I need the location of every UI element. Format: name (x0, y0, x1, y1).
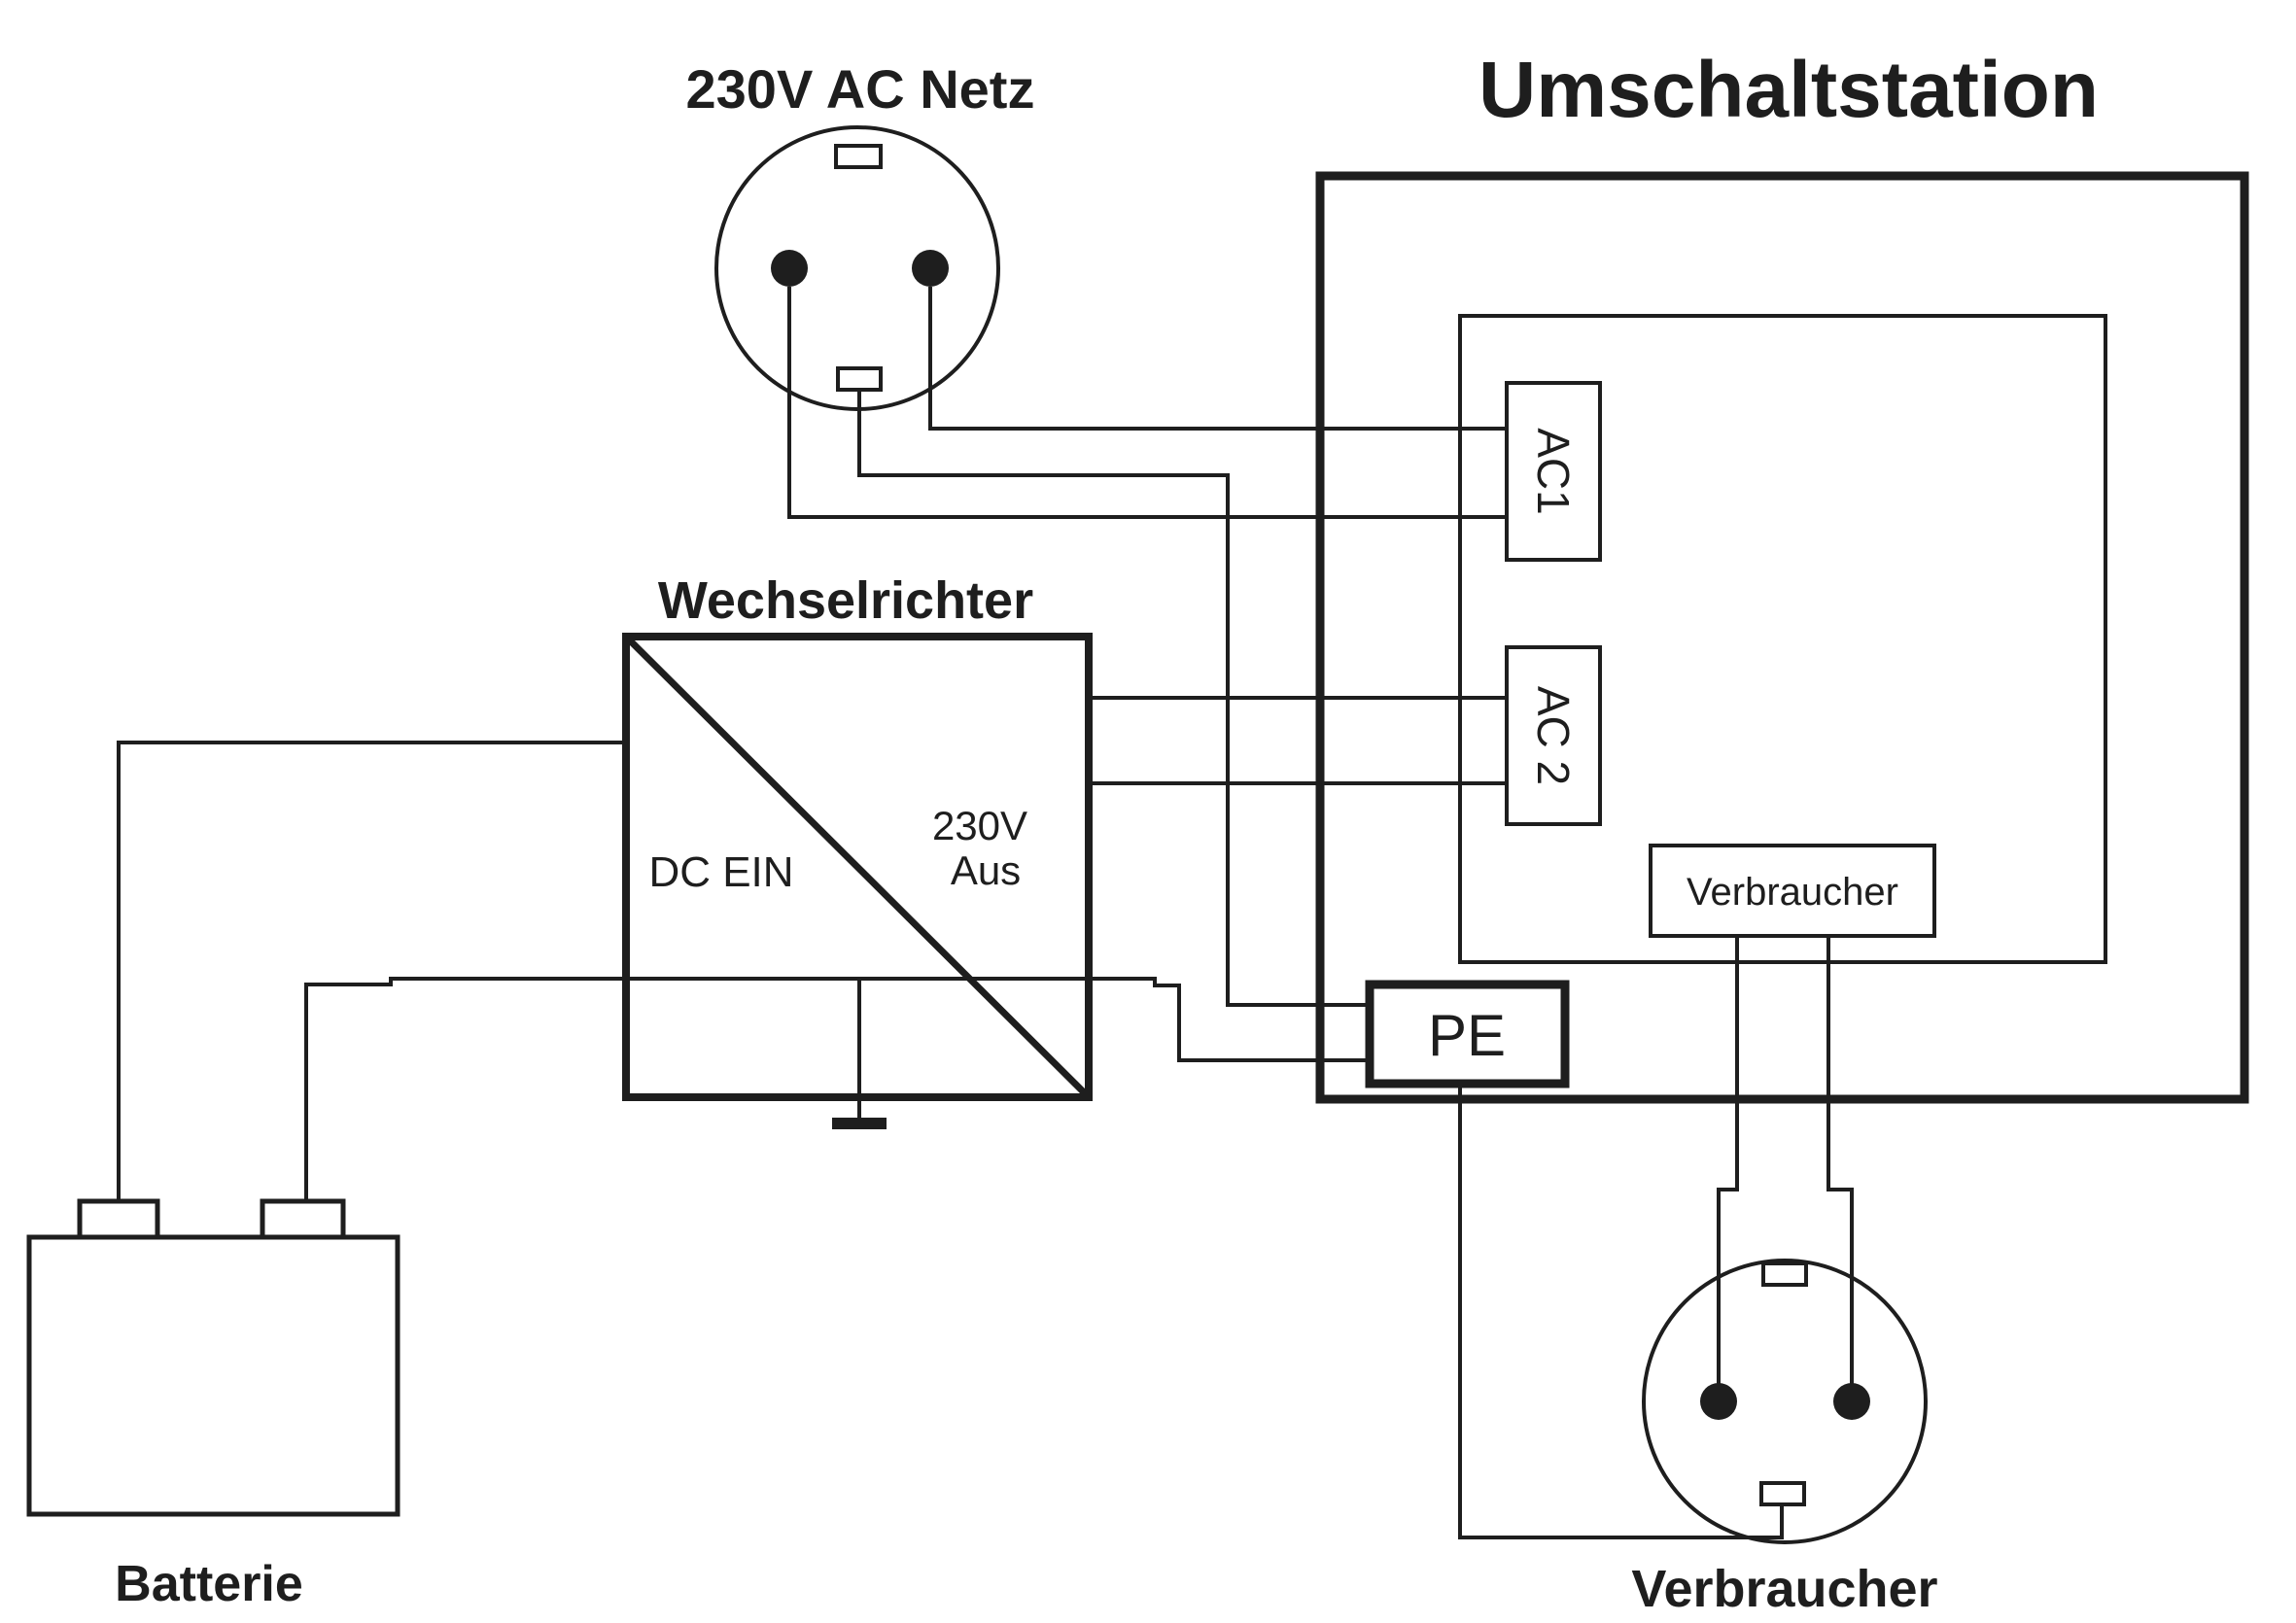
ac1-label: AC1 (1528, 428, 1579, 514)
wire-mains-l-to-ac1 (928, 287, 1507, 431)
battery-terminal-left (77, 1198, 160, 1240)
ac2-label: AC 2 (1528, 686, 1579, 785)
ac-netz-pin-left-icon (771, 250, 808, 287)
wire-verbraucher-to-socket-left (1717, 936, 1739, 1401)
wire-battery-plus-to-inverter (117, 741, 626, 1201)
dc-ein-label: DC EIN (648, 848, 793, 896)
verbraucher-pin-left-icon (1700, 1383, 1737, 1420)
ground-symbol (832, 979, 887, 1129)
wechselrichter-label: Wechselrichter (658, 571, 1033, 630)
umschaltstation-title: Umschaltstation (1478, 46, 2099, 134)
umschaltstation-outer-box (1315, 171, 2249, 1104)
pe-terminal-box (1365, 980, 1570, 1088)
verbraucher-socket-group: Verbraucher (1631, 1259, 1938, 1618)
verbraucher-terminal-box (1649, 844, 1936, 938)
verbraucher-top-notch-icon (1761, 1261, 1808, 1287)
umschaltstation-group: Umschaltstation AC1 AC 2 Verbraucher PE (1315, 46, 2249, 1104)
wire-mains-n-to-ac1 (787, 287, 1507, 519)
ac-netz-bottom-notch-icon (836, 366, 883, 392)
ac-netz-socket-icon (714, 125, 1000, 411)
wechselrichter-diagonal (627, 638, 1088, 1096)
wechselrichter-group: Wechselrichter DC EIN 230V Aus (622, 571, 1093, 1101)
ac-out-label-aus: Aus (951, 847, 1021, 893)
verbraucher-label: Verbraucher (1631, 1560, 1937, 1618)
ac-out-label-230v: 230V (932, 803, 1027, 848)
umschaltstation-inner-box (1458, 314, 2107, 964)
wire-pe-to-consumer-socket (1458, 1084, 1784, 1539)
pe-label: PE (1428, 1003, 1506, 1068)
wire-mains-earth-to-pe (857, 390, 1370, 1007)
ac1-terminal-box (1505, 381, 1602, 562)
wires (117, 287, 1854, 1539)
verbraucher-bottom-notch-icon (1759, 1481, 1806, 1506)
verbraucher-terminal-label: Verbraucher (1687, 871, 1898, 914)
ac-netz-socket-group: 230V AC Netz (686, 58, 1035, 411)
ac-netz-pin-right-icon (912, 250, 949, 287)
ac-netz-label: 230V AC Netz (686, 58, 1035, 120)
battery-box (26, 1234, 400, 1517)
battery-terminal-right (260, 1198, 346, 1240)
wire-battery-minus-to-pe (304, 977, 1370, 1201)
verbraucher-socket-icon (1642, 1259, 1928, 1544)
wechselrichter-box (622, 633, 1093, 1101)
ac2-terminal-box (1505, 645, 1602, 826)
ground-bar (832, 1118, 887, 1129)
batterie-label: Batterie (115, 1556, 303, 1612)
verbraucher-pin-right-icon (1833, 1383, 1870, 1420)
batterie-group: Batterie (26, 1198, 400, 1612)
ac-netz-top-notch-icon (834, 144, 883, 169)
wire-verbraucher-to-socket-right (1826, 936, 1854, 1401)
